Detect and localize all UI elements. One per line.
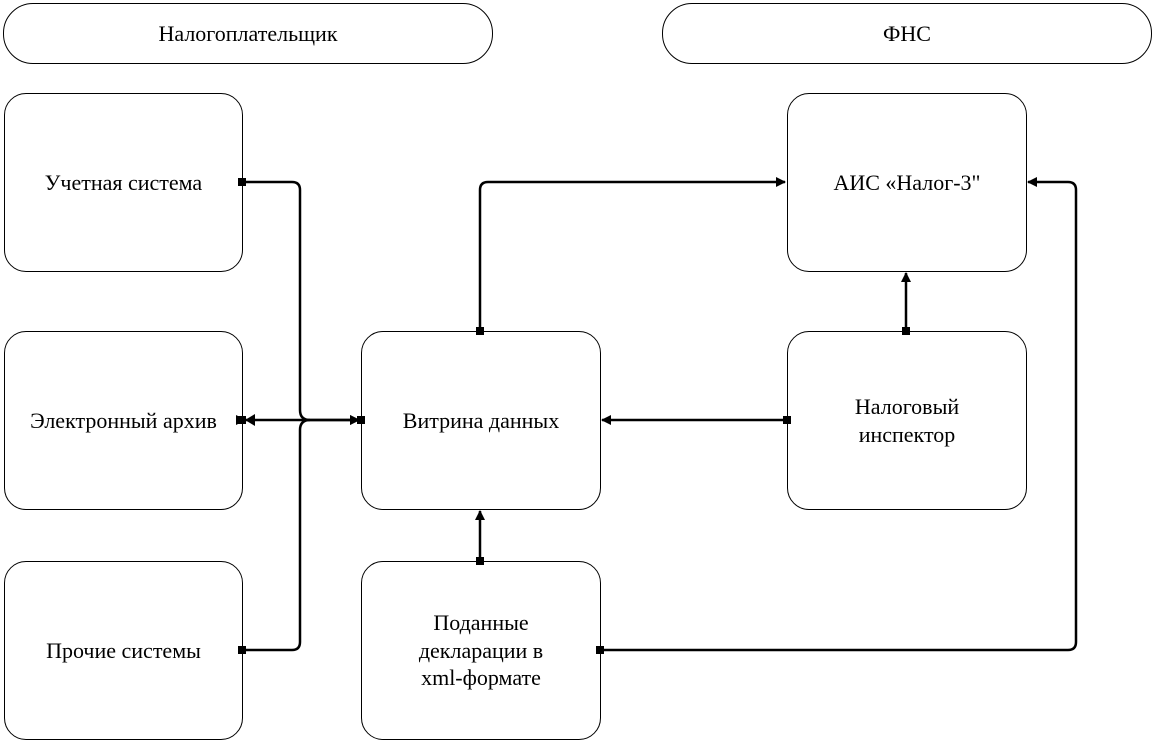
connector-ports (238, 178, 910, 654)
node-tax-inspector: Налоговый инспектор (787, 331, 1027, 510)
connector-other-to-mart (242, 418, 311, 652)
connector-declarations-to-ais (600, 177, 1078, 652)
node-ais-nalog3: АИС «Налог-3" (787, 93, 1027, 272)
connector-accounting-to-mart (242, 180, 360, 425)
node-other-systems: Прочие системы (4, 561, 243, 740)
node-declarations: Поданные декларации в xml-формате (361, 561, 601, 740)
connector-mart-to-ais (478, 177, 786, 331)
arrowhead-archive (245, 414, 255, 426)
node-electronic-archive: Электронный архив (4, 331, 243, 510)
node-accounting-system: Учетная система (4, 93, 243, 272)
node-data-mart: Витрина данных (361, 331, 601, 510)
lane-header-fns: ФНС (662, 3, 1152, 64)
lane-header-taxpayer: Налогоплательщик (3, 3, 493, 64)
